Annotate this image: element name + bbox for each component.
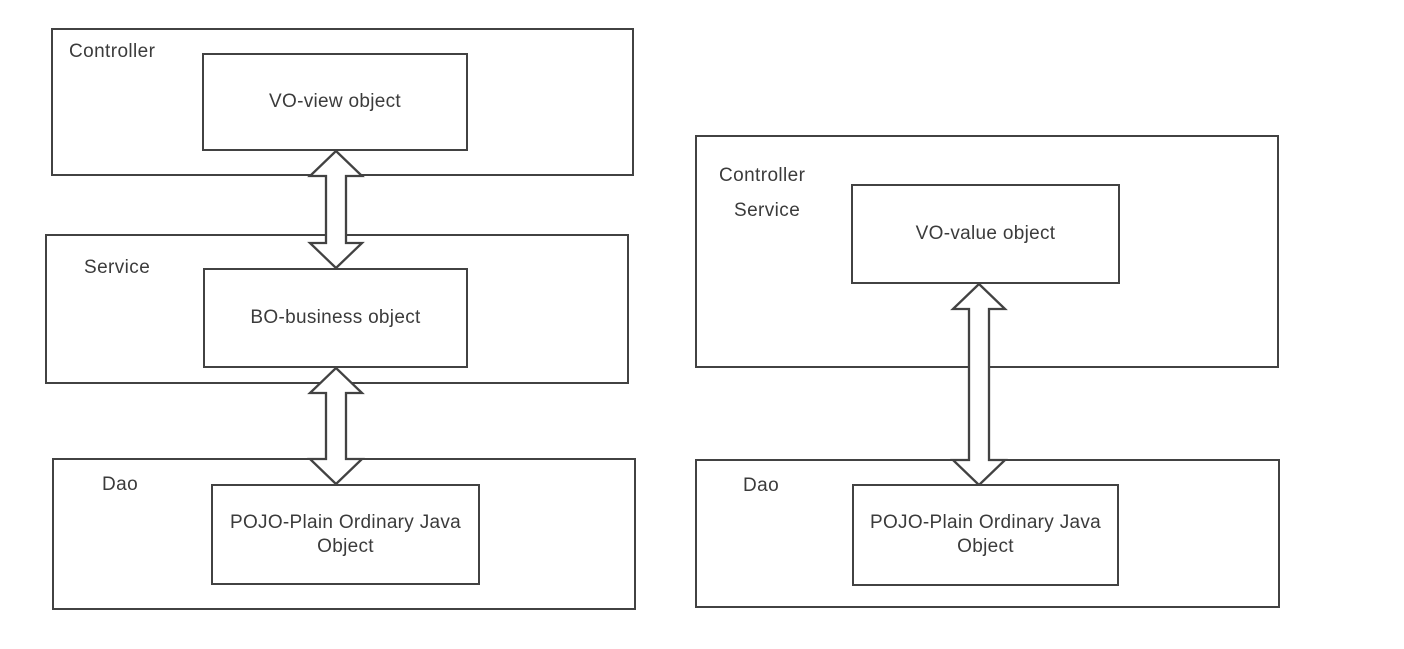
layer-label-service-left: Service <box>84 257 151 278</box>
layer-label-controller-left: Controller <box>69 41 156 62</box>
vertical-double-arrow-icon <box>307 149 365 270</box>
node-label: VO-value object <box>915 223 1056 245</box>
node-label: BO-business object <box>250 307 421 329</box>
node-label: POJO-Plain Ordinary Java Object <box>869 512 1102 557</box>
layer-label-dao-left: Dao <box>102 474 139 495</box>
node-label: POJO-Plain Ordinary Java Object <box>229 511 462 557</box>
vertical-double-arrow-icon <box>307 366 365 486</box>
node-pojo-object-right: POJO-Plain Ordinary Java Object <box>852 484 1119 586</box>
node-bo-business-object: BO-business object <box>203 268 468 368</box>
layer-label-dao-right: Dao <box>743 475 780 496</box>
node-label: VO-view object <box>269 91 401 113</box>
layer-label-service-right: Service <box>734 200 801 221</box>
vertical-double-arrow-icon <box>950 282 1008 487</box>
node-vo-value-object: VO-value object <box>851 184 1120 284</box>
layer-label-controller-right: Controller <box>719 165 806 186</box>
node-vo-view-object: VO-view object <box>202 53 468 151</box>
node-pojo-object-left: POJO-Plain Ordinary Java Object <box>211 484 480 585</box>
